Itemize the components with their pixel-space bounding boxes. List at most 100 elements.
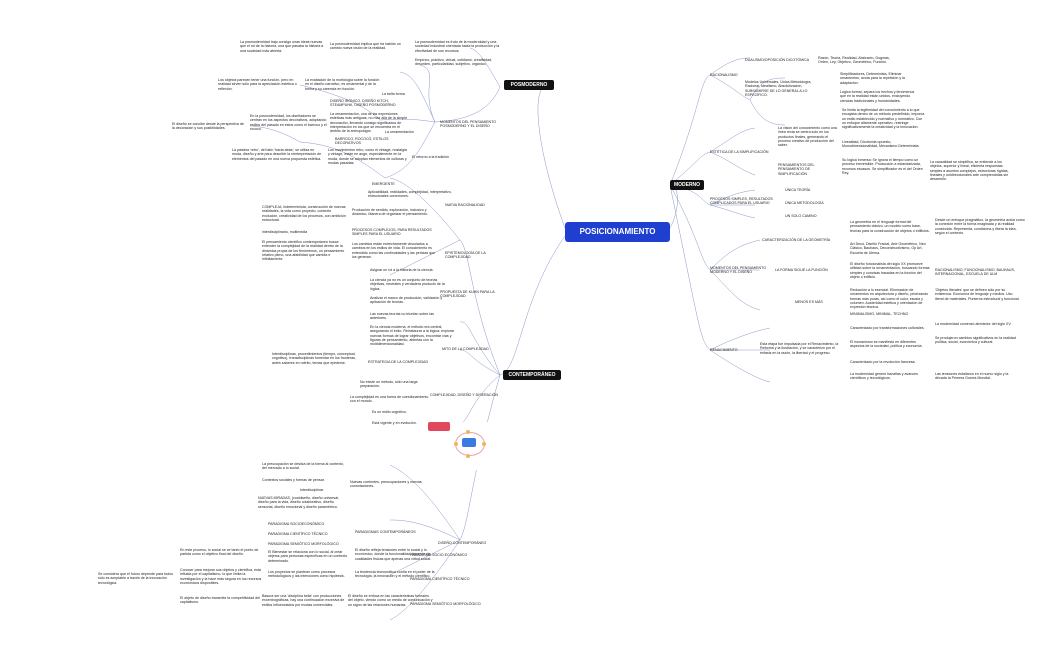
node-exaltacion-morfologia: La exaltación de la morfología sobre la … [305, 78, 380, 91]
node-diseniadores-decorativos: En la posmodernidad, los diseñadores se … [250, 114, 327, 131]
node-contextos-sociales: Contextos sociales y formas de pensar. [262, 478, 325, 482]
node-kuhn: PROPUESTA DE KUHN PARA LA COMPLEJIDAD [440, 290, 495, 299]
node-compleja: COMPLEJA, indeterminista, construcción d… [262, 205, 346, 222]
node-procesos-simples: PROCESOS SIMPLES, RESULTADOS COMPLICADOS… [710, 197, 773, 206]
node-preocupacion-contexto: La preocupación se desliza de la forma a… [262, 462, 344, 471]
node-emergente: EMERGENTE [372, 182, 395, 186]
node-complejidad-diseno: COMPLEJIDAD, DISEÑO Y DISERACIÓN [430, 393, 498, 397]
node-epistemologia: EPISTEMOLOGÍA DE LA COMPLEJIDAD [445, 251, 486, 260]
node-nuevas-teorias: Las nuevas teorías no triunfan sobre las… [370, 312, 434, 321]
node-paradigmas-contemporaneos: PARADIGMAS CONTEMPORÁNEOS [355, 530, 416, 534]
node-paradigma-cientifico-tecnico: PARADIGMA CIENTÍFICO TÉCNICO [410, 577, 470, 581]
node-cambio-realidad: La posmodernidad implica que ha habido u… [330, 42, 401, 51]
node-conocer-mejorar: Conocer para mejorar sus objetos y cient… [180, 568, 262, 585]
node-interdisciplinas: Interdisciplinas, procedimientos (tiempo… [272, 352, 356, 365]
node-interdisciplinar: Interdisciplinar. [300, 488, 324, 492]
node-proyectos-metodologicos: Los proyectos se plantean como procesos … [268, 570, 345, 579]
thumbnail-dot [466, 430, 470, 434]
central-topic[interactable]: POSICIONAMIENTO [565, 222, 670, 242]
node-complejidad-forma: La complejidad es una forma de cuestiona… [350, 395, 429, 404]
node-linealidad: Linealidad, Dicotomía opuesto, Monodimen… [842, 140, 920, 149]
thumbnail-core-block [462, 438, 476, 447]
node-cambios-estilos: Los cambios están estrechamente vinculad… [352, 242, 436, 259]
node-no-existe-metodo: No existe un método, sólo una larga prep… [360, 380, 418, 389]
thumbnail-dot [482, 442, 486, 446]
node-bienestar: El Bienestar se relaciona con lo social,… [268, 550, 348, 563]
node-bella-forma: La bella forma [382, 92, 405, 96]
node-enfoque-pragmatico: Desde un enfoque pragmático, la geometrí… [935, 218, 1025, 235]
node-ciencia-no-conjunto: La ciencia ya no es un conjunto de teorí… [370, 278, 445, 291]
node-aplicabilidad: Aplicabilidad, realidades, complejidad, … [368, 190, 452, 199]
node-diseno-contemporaneo: DISEÑO CONTEMPORÁNEO [438, 541, 487, 545]
node-vision-conocimiento: La visión del conocimiento como una líne… [778, 126, 837, 148]
thumbnail-dot [454, 442, 458, 446]
node-humanismo: El humanismo se manifestó en diferentes … [850, 340, 923, 349]
node-logica-formal: Lógica formal, separa los hechos y fenóm… [840, 90, 915, 103]
node-mito-complejidad: MITO DE LA COMPLEJIDAD [442, 347, 489, 351]
node-basura-disciplina: Basura ser una 'disciplina bella' con pr… [262, 594, 345, 607]
node-hazanas: La modernidad generó hazañas y avances c… [850, 372, 918, 381]
node-estrategia-complejidad: ESTRATEGIA DE LA COMPLEJIDAD [368, 360, 429, 364]
node-tendencia-tecnocratica: La tendencia tecnocrática confía en el p… [355, 570, 435, 579]
node-momentos-moderno: MOMENTOS DEL PENSAMIENTO MODERNO Y EL DI… [710, 266, 767, 275]
node-logica-inmersa: Su lógica inmersa: Se ignora el tiempo c… [842, 158, 923, 175]
node-siglo-xv: La modernidad comenzó alrededor del sigl… [935, 322, 1012, 326]
node-reduccion-esencial: Reducción a lo esencial. Eliminación de … [850, 288, 929, 310]
node-nuevas-miradas: NUEVAS MIRADAS, (cocidiseño, diseño univ… [258, 496, 340, 509]
node-pensamiento-cientifico: El pensamiento científico contemporáneo … [262, 240, 345, 262]
node-limita-legitimidad: Se limita la legitimidad del conocimient… [842, 108, 925, 130]
node-historia-ciencia: Asignar un rol a la historia de la cienc… [370, 268, 434, 272]
node-pensamientos-simplificacion: PENSAMIENTOS DEL PENSAMIENTO DE SIMPLIFI… [778, 163, 815, 176]
node-revolucion-francesa: Caracterizado por la revolución francesa… [850, 360, 916, 364]
node-menos-es-mas: MENOS ES MÁS [795, 300, 823, 304]
node-ornamentacion-desc: La ornamentación, una de las expresiones… [330, 112, 408, 134]
node-paradigma-cientifico: PARADIGMA CIENTÍFICO TÉCNICO [268, 532, 328, 536]
node-barroco: BARROCO, ROCOCÓ, ESTILOS DECORATIVOS [335, 137, 389, 146]
node-diseno-funcionalista: El diseño funcionalista del siglo XX pro… [850, 262, 930, 279]
node-unica-teoria: ÚNICA TEORÍA [785, 188, 811, 192]
node-marco-produccion: Analizar el marco de producción, validac… [370, 296, 443, 305]
node-paradigma-semiotico: PARADIGMA SEMIÓTICO MORFOLÓGICO [268, 542, 339, 546]
node-retorno-tradicion: El retorno a la tradición [412, 155, 449, 159]
node-diseno-formales: El diseño se enfoca en las característic… [348, 594, 433, 607]
node-produccion-sentido: Producción de sentido, exploración, incl… [352, 208, 428, 217]
thumbnail-title-block [428, 422, 450, 431]
node-proceso-social: En este proceso, lo social se ve tanto e… [180, 548, 259, 557]
node-futuro-innovacion: Se considera que el futuro depende para … [98, 572, 173, 585]
node-estetica-simplificacion: ESTÉTICA DE LA SIMPLIFICACIÓN [710, 150, 769, 154]
node-ornamentacion: La ornamentación [385, 130, 414, 134]
node-dualismo: DUALISMO/OPOSICIÓN DICOTÓMICA [745, 58, 810, 62]
node-vigente-evolucion: Está vigente y en evolución. [372, 421, 417, 425]
node-unica-metodologia: ÚNICA METODOLOGÍA [785, 201, 824, 205]
embedded-thumbnail-image[interactable] [428, 422, 492, 470]
node-decoracion: El diseño se concibe desde la perspectiv… [172, 122, 244, 131]
node-estilo-cognitivo: Es un estilo cognitivo. [372, 410, 407, 414]
node-fruto-modernidad: La posmodernidad es fruto de la modernid… [415, 40, 500, 53]
node-forma-funcion: LA FORMA SIGUE LA FUNCIÓN [775, 268, 828, 272]
node-racionalismo: RACIONALISMO [710, 73, 738, 77]
node-movimientos-retro: Los movimientos retro, como el vintage, … [328, 148, 407, 165]
node-empirico: Empírico, práctico, virtual, cotidiano, … [415, 58, 493, 67]
node-art-deco: Art Decó, Diseño Fractal, Arte Geométric… [850, 242, 926, 255]
node-simplificadores: Simplificadores, Determinista, Eliminar … [840, 72, 905, 85]
node-paradigma-semiotico-morfologico: PARADIGMA SEMIÓTICO MORFOLÓGICO [410, 602, 481, 606]
node-transformaciones: Caracterizado por transformaciones cultu… [850, 326, 925, 330]
node-ciencia-moderna: En la ciencia moderna, el método era cen… [370, 325, 455, 347]
node-razon-teoria: Razón, Teoría, Realidad, Abstracto, Dogm… [818, 56, 890, 65]
node-renacimiento: RENACIMIENTO [710, 348, 738, 352]
node-tensiones-social: El diseño refleja tensiones entre lo soc… [355, 548, 432, 561]
branch-posmoderno[interactable]: POSMODERNO [504, 80, 554, 90]
node-objetos-funcion: Los objetos parecen tener una función, p… [218, 78, 297, 91]
node-minimalismo: MINIMALISMO, MINIMAL, TECHNO [850, 312, 909, 316]
node-caracterizacion-geometria: CARACTERIZACIÓN DE LA GEOMETRÍA [762, 238, 831, 242]
node-geometria-lenguaje: La geometría en el lenguaje formal del p… [850, 220, 930, 233]
branch-moderno[interactable]: MODERNO [670, 180, 704, 190]
node-posmodernidad-rol: La posmodernidad trajo consigo unas idea… [240, 40, 324, 53]
node-paradigma-socio-economico: PARADIGMA SOCIO ECONÓMICO [410, 553, 468, 557]
node-etapa-impulsada: Esta etapa fue impulsada por el Renacimi… [760, 342, 839, 355]
branch-contemporaneo[interactable]: CONTEMPORÁNEO [503, 370, 561, 380]
node-interdisciplinario: interdisciplinario, multimedia [262, 230, 308, 234]
node-causalidad: La causalidad se simplifica, se entiende… [930, 160, 1009, 182]
